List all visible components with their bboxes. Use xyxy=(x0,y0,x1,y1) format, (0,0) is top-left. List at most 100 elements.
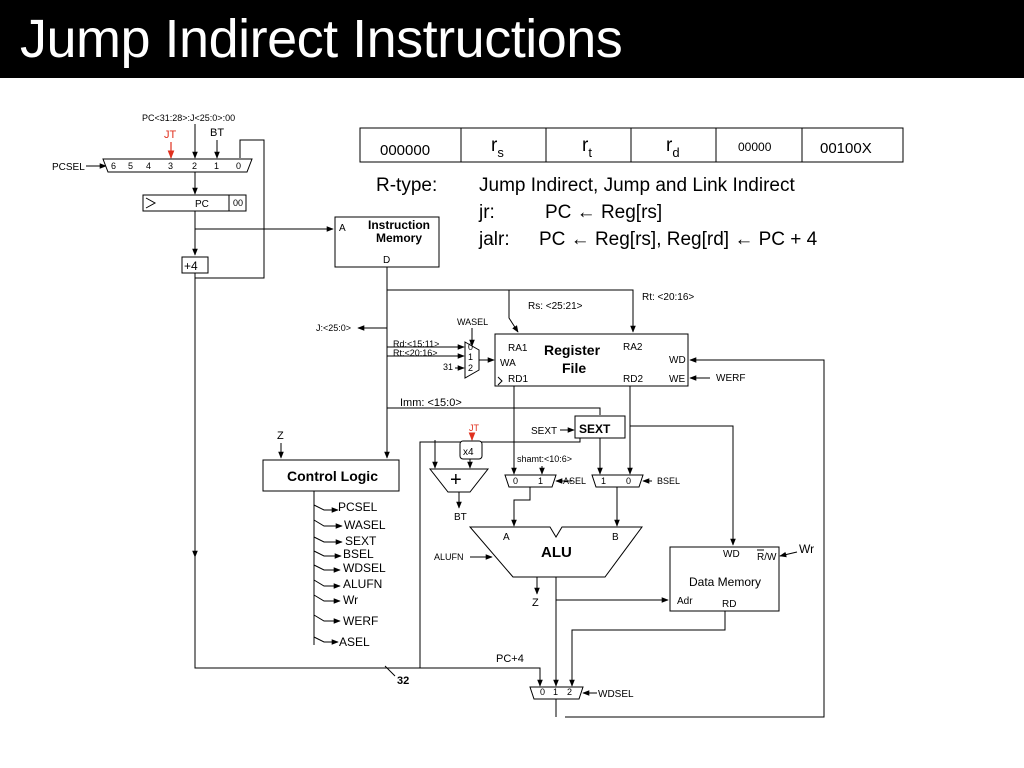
branch-adder: JT x4 + BT xyxy=(428,423,490,523)
svg-text:SEXT: SEXT xyxy=(345,534,377,548)
field-wiring: Rt: <20:16> Rs: <25:21> J:<25:0> Rd:<15:… xyxy=(316,289,694,415)
description: R-type: Jump Indirect, Jump and Link Ind… xyxy=(376,175,818,250)
svg-text:BT: BT xyxy=(454,512,467,523)
svg-text:RA2: RA2 xyxy=(623,342,643,353)
funct-field: 00100X xyxy=(820,140,872,157)
svg-text:+4: +4 xyxy=(184,259,198,273)
svg-text:Data Memory: Data Memory xyxy=(689,575,761,589)
svg-text:1: 1 xyxy=(214,161,219,171)
svg-text:WE: WE xyxy=(669,374,685,385)
control-outputs: PCSEL WASEL SEXT BSEL WDSEL ALUFN Wr WER… xyxy=(313,500,386,649)
r-type-label: R-type: xyxy=(376,175,437,196)
svg-text:4: 4 xyxy=(146,161,151,171)
svg-text:WD: WD xyxy=(723,549,740,560)
svg-text:ALUFN: ALUFN xyxy=(343,577,382,591)
register-file: Register File RA1 RA2 WA WD RD1 RD2 WE W… xyxy=(494,333,825,718)
svg-text:0: 0 xyxy=(626,476,631,486)
svg-text:A: A xyxy=(503,532,510,543)
svg-text:ASEL: ASEL xyxy=(339,635,370,649)
title-bar: Jump Indirect Instructions xyxy=(0,0,1024,78)
svg-text:0: 0 xyxy=(513,476,518,486)
svg-text:31: 31 xyxy=(443,362,453,372)
shamt-field: 00000 xyxy=(738,140,772,154)
svg-text:Wr: Wr xyxy=(343,593,358,607)
rs-field: rs xyxy=(491,135,504,160)
svg-text:Z: Z xyxy=(277,430,284,442)
alu: ALU A B ALUFN Z xyxy=(434,526,669,687)
wr-label: Wr xyxy=(799,542,814,556)
svg-text:3: 3 xyxy=(168,161,173,171)
svg-text:1: 1 xyxy=(553,687,558,697)
svg-text:0: 0 xyxy=(236,161,241,171)
pc-concat-label: PC<31:28>:J<25:0>:00 xyxy=(142,113,235,123)
control-logic: Z Control Logic PCSEL WASEL SEXT BSEL WD… xyxy=(262,430,400,649)
svg-text:Adr: Adr xyxy=(677,596,693,607)
pc-mux xyxy=(102,158,253,173)
svg-text:RA1: RA1 xyxy=(508,343,528,354)
svg-text:2: 2 xyxy=(192,161,197,171)
svg-text:PC: PC xyxy=(195,199,209,210)
svg-text:1: 1 xyxy=(601,476,606,486)
svg-text:SEXT: SEXT xyxy=(579,422,611,436)
svg-text:WDSEL: WDSEL xyxy=(343,561,386,575)
svg-text:6: 6 xyxy=(111,161,116,171)
svg-text:RD: RD xyxy=(722,599,736,610)
wdsel-mux: 32 PC+4 0 1 2 WDSEL xyxy=(194,557,634,717)
svg-text:WERF: WERF xyxy=(343,614,378,628)
svg-text:WD: WD xyxy=(669,355,686,366)
svg-text:JT: JT xyxy=(469,423,480,433)
svg-text:0: 0 xyxy=(468,342,473,352)
svg-text:PC+4: PC+4 xyxy=(496,653,524,665)
werf-label: WERF xyxy=(716,373,745,384)
jr-expr: PC ← Reg[rs] xyxy=(545,202,662,223)
summary-text: Jump Indirect, Jump and Link Indirect xyxy=(479,175,795,196)
svg-text:WDSEL: WDSEL xyxy=(598,689,634,700)
bsel-mux: 1 0 BSEL xyxy=(591,474,680,527)
svg-text:B: B xyxy=(612,532,619,543)
imm-label: Imm: <15:0> xyxy=(400,397,462,409)
svg-text:PCSEL: PCSEL xyxy=(338,500,378,514)
svg-text:ASEL: ASEL xyxy=(563,476,586,486)
svg-text:Control Logic: Control Logic xyxy=(287,468,378,484)
rs-label: Rs: <25:21> xyxy=(528,301,583,312)
rd-field: rd xyxy=(666,135,680,160)
rt-label: Rt: <20:16> xyxy=(642,292,694,303)
bus-width-label: 32 xyxy=(397,675,409,687)
instruction-memory: Instruction Memory A D xyxy=(334,216,440,459)
svg-text:0: 0 xyxy=(540,687,545,697)
rt2-label: Rt:<20:16> xyxy=(393,348,438,358)
jt-label: JT xyxy=(164,129,177,141)
svg-text:D: D xyxy=(383,255,390,266)
svg-text:Z: Z xyxy=(532,597,539,609)
pcsel-label: PCSEL xyxy=(52,162,85,173)
sext-unit: SEXT SEXT xyxy=(419,415,626,668)
j-label: J:<25:0> xyxy=(316,323,351,333)
pc-section: PC<31:28>:J<25:0>:00 JT BT PCSEL 6 5 4 3… xyxy=(52,113,334,558)
svg-text:2: 2 xyxy=(567,687,572,697)
asel-mux: shamt:<10:6> 0 1 ASEL xyxy=(504,454,586,527)
svg-text:RD2: RD2 xyxy=(623,374,643,385)
bt-label: BT xyxy=(210,127,224,139)
instruction-format: 000000 rs rt rd 00000 00100X xyxy=(359,127,904,163)
svg-text:Instruction: Instruction xyxy=(368,218,430,232)
opcode-field: 000000 xyxy=(380,142,430,159)
shamt-label: shamt:<10:6> xyxy=(517,454,572,464)
svg-text:BSEL: BSEL xyxy=(343,547,374,561)
svg-text:00: 00 xyxy=(233,198,243,208)
rt-field: rt xyxy=(582,135,592,160)
jalr-expr: PC ← Reg[rs], Reg[rd] ← PC + 4 xyxy=(539,229,818,250)
svg-text:+: + xyxy=(450,469,462,491)
svg-text:1: 1 xyxy=(538,476,543,486)
svg-text:Memory: Memory xyxy=(376,231,422,245)
svg-text:2: 2 xyxy=(468,363,473,373)
alufn-label: ALUFN xyxy=(434,552,464,562)
svg-text:BSEL: BSEL xyxy=(657,476,680,486)
svg-text:1: 1 xyxy=(468,352,473,362)
svg-text:File: File xyxy=(562,360,586,376)
jalr-op: jalr: xyxy=(478,229,510,250)
slide-title: Jump Indirect Instructions xyxy=(20,9,623,69)
data-memory: Data Memory WD R/W Adr RD Wr xyxy=(569,542,814,687)
svg-text:ALU: ALU xyxy=(541,544,572,561)
svg-text:R/W: R/W xyxy=(757,552,777,563)
